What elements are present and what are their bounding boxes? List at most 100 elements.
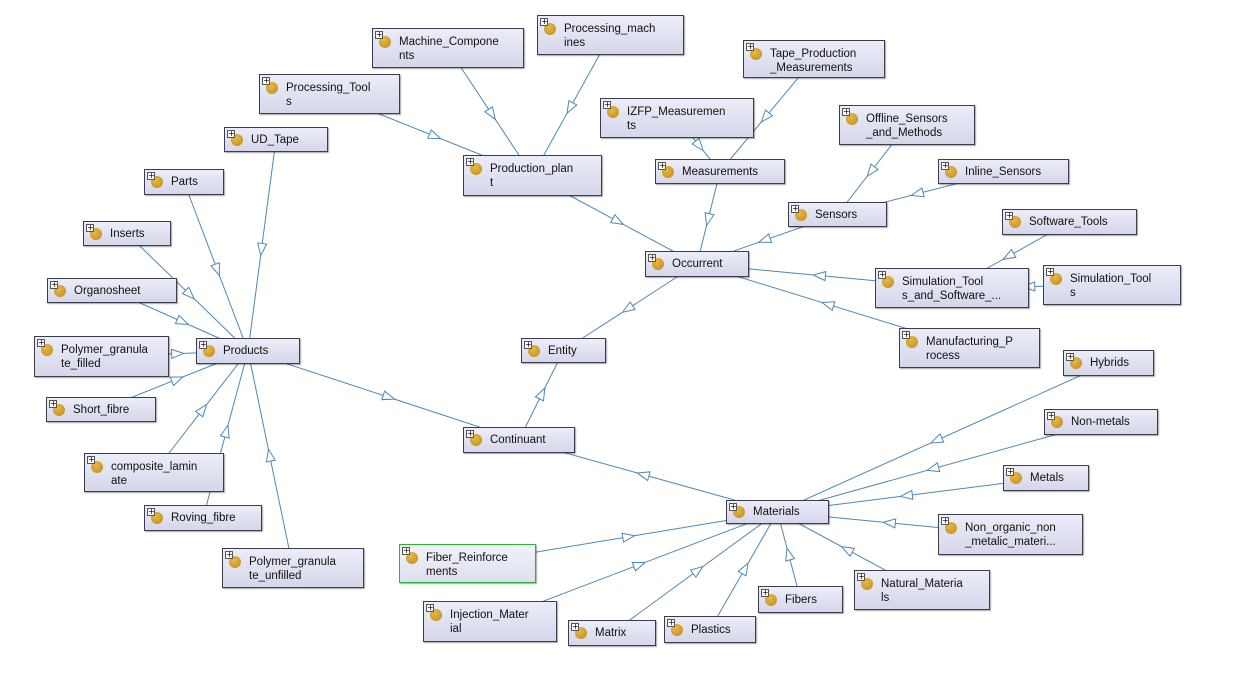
class-node-label: Plastics (691, 623, 731, 636)
class-node-sensors[interactable]: +Sensors (788, 202, 887, 227)
class-node-products[interactable]: +Products (196, 338, 300, 364)
class-node-short-fibre[interactable]: +Short_fibre (46, 397, 156, 422)
expand-plus-icon[interactable]: + (667, 618, 675, 627)
class-node-continuant[interactable]: +Continuant (463, 427, 575, 453)
expand-plus-icon[interactable]: + (1046, 267, 1054, 276)
subclass-arrowhead (174, 314, 190, 325)
class-node-izfp-measurements[interactable]: +IZFP_Measuremen ts (600, 98, 754, 138)
subclass-arrowhead (737, 561, 749, 577)
class-node-inline-sensors[interactable]: + Inline_Sensors (938, 159, 1069, 184)
expand-plus-icon[interactable]: + (524, 340, 532, 349)
expand-plus-icon[interactable]: + (227, 129, 235, 138)
expand-plus-icon[interactable]: + (225, 550, 233, 559)
class-node-label: Non-metals (1071, 416, 1130, 428)
expand-plus-icon[interactable]: + (37, 338, 45, 347)
class-node-natural-materials[interactable]: +Natural_Materia ls (854, 570, 990, 610)
class-circle-icon (846, 113, 858, 125)
class-node-organosheet[interactable]: +Organosheet (47, 278, 177, 303)
class-circle-icon (945, 522, 957, 534)
class-node-manufacturing-process[interactable]: +Manufacturing_P rocess (899, 328, 1040, 368)
expand-plus-icon[interactable]: + (729, 502, 737, 511)
expand-plus-icon[interactable]: + (941, 161, 949, 170)
class-node-label: Production_plan t (490, 163, 574, 189)
class-node-tape-production-measurements[interactable]: +Tape_Production _Measurements (743, 40, 885, 78)
subclass-arrowhead (704, 212, 715, 227)
class-node-composite-laminate[interactable]: +composite_lamin ate (84, 453, 224, 492)
expand-plus-icon[interactable]: + (1005, 211, 1013, 220)
class-node-metals[interactable]: +Metals (1003, 465, 1089, 491)
expand-plus-icon[interactable]: + (791, 204, 799, 213)
class-node-entity[interactable]: + Entity (521, 338, 606, 363)
expand-plus-icon[interactable]: + (902, 330, 910, 339)
class-node-non-metals[interactable]: + Non-metals (1044, 409, 1158, 435)
class-circle-icon (229, 556, 241, 568)
expand-plus-icon[interactable]: + (147, 507, 155, 516)
class-node-hybrids[interactable]: +Hybrids (1063, 350, 1154, 376)
class-node-parts[interactable]: +Parts (144, 169, 224, 195)
expand-plus-icon[interactable]: + (87, 455, 95, 464)
expand-plus-icon[interactable]: + (402, 546, 410, 555)
class-node-non-organic[interactable]: +Non_organic_non _metalic_materi... (938, 514, 1083, 555)
expand-plus-icon[interactable]: + (375, 30, 383, 39)
class-node-label: Measurements (682, 165, 759, 178)
class-node-software-tools[interactable]: +Software_Tools (1002, 209, 1137, 235)
class-circle-icon (861, 578, 873, 590)
expand-plus-icon[interactable]: + (86, 223, 94, 232)
class-node-simulation-tools-software[interactable]: +Simulation_Tool s_and_Software_... (875, 268, 1029, 308)
expand-plus-icon[interactable]: + (262, 76, 270, 85)
class-node-polymer-granulate-filled[interactable]: +Polymer_granula te_filled (34, 336, 169, 377)
class-node-production-plant[interactable]: + Production_plan t (463, 155, 602, 196)
subclass-arrowhead (840, 545, 856, 558)
expand-plus-icon[interactable]: + (466, 429, 474, 438)
expand-plus-icon[interactable]: + (761, 588, 769, 597)
class-node-plastics[interactable]: + Plastics (664, 616, 756, 643)
subclass-arrowhead (483, 105, 497, 121)
class-node-measurements[interactable]: + Measurements (655, 159, 785, 184)
class-node-label: Inline_Sensors (965, 165, 1042, 178)
expand-plus-icon[interactable]: + (842, 107, 850, 116)
class-node-roving-fibre[interactable]: +Roving_fibre (144, 505, 262, 531)
class-node-label: Simulation_Tool s (1070, 273, 1152, 299)
class-node-offline-sensors[interactable]: +Offline_Sensors _and_Methods (839, 105, 975, 145)
expand-plus-icon[interactable]: + (658, 161, 666, 170)
class-node-occurrent[interactable]: + Occurrent (645, 251, 749, 277)
expand-plus-icon[interactable]: + (857, 572, 865, 581)
class-node-label: Entity (548, 344, 577, 357)
expand-plus-icon[interactable]: + (540, 17, 548, 26)
expand-plus-icon[interactable]: + (426, 603, 434, 612)
class-node-polymer-granulate-unfilled[interactable]: +Polymer_granula te_unfilled (222, 548, 364, 588)
class-node-simulation-tools[interactable]: + Simulation_Tool s (1043, 265, 1181, 305)
expand-plus-icon[interactable]: + (878, 270, 886, 279)
expand-plus-icon[interactable]: + (1047, 411, 1055, 420)
expand-plus-icon[interactable]: + (1066, 352, 1074, 361)
class-node-label: Occurrent (672, 258, 723, 270)
expand-plus-icon[interactable]: + (1006, 467, 1014, 476)
expand-plus-icon[interactable]: + (648, 253, 656, 262)
expand-plus-icon[interactable]: + (50, 280, 58, 289)
expand-plus-icon[interactable]: + (746, 42, 754, 51)
expand-plus-icon[interactable]: + (147, 171, 155, 180)
class-node-processing-tools[interactable]: +Processing_Tool s (259, 74, 400, 114)
subclass-arrowhead (219, 423, 230, 439)
expand-plus-icon[interactable]: + (603, 100, 611, 109)
class-node-materials[interactable]: +Materials (726, 500, 829, 524)
expand-plus-icon[interactable]: + (49, 399, 57, 408)
class-node-fiber-reinforcements[interactable]: +Fiber_Reinforce ments (399, 544, 536, 583)
expand-plus-icon[interactable]: + (571, 622, 579, 631)
expand-plus-icon[interactable]: + (199, 340, 207, 349)
subclass-arrowhead (621, 301, 636, 314)
class-node-processing-machines[interactable]: +Processing_mach ines (537, 15, 684, 55)
class-circle-icon (430, 609, 442, 621)
class-node-ud-tape[interactable]: +UD_Tape (224, 127, 328, 152)
subclass-arrowhead (760, 109, 774, 124)
class-node-machine-components[interactable]: +Machine_Compone nts (372, 28, 524, 68)
class-node-injection-material[interactable]: +Injection_Mater ial (423, 601, 557, 642)
expand-plus-icon[interactable]: + (466, 157, 474, 166)
class-circle-icon (41, 344, 53, 356)
class-circle-icon (266, 82, 278, 94)
class-node-matrix[interactable]: +Matrix (568, 620, 656, 646)
class-node-fibers[interactable]: +Fibers (758, 586, 843, 613)
expand-plus-icon[interactable]: + (941, 516, 949, 525)
class-node-inserts[interactable]: +Inserts (83, 221, 171, 246)
